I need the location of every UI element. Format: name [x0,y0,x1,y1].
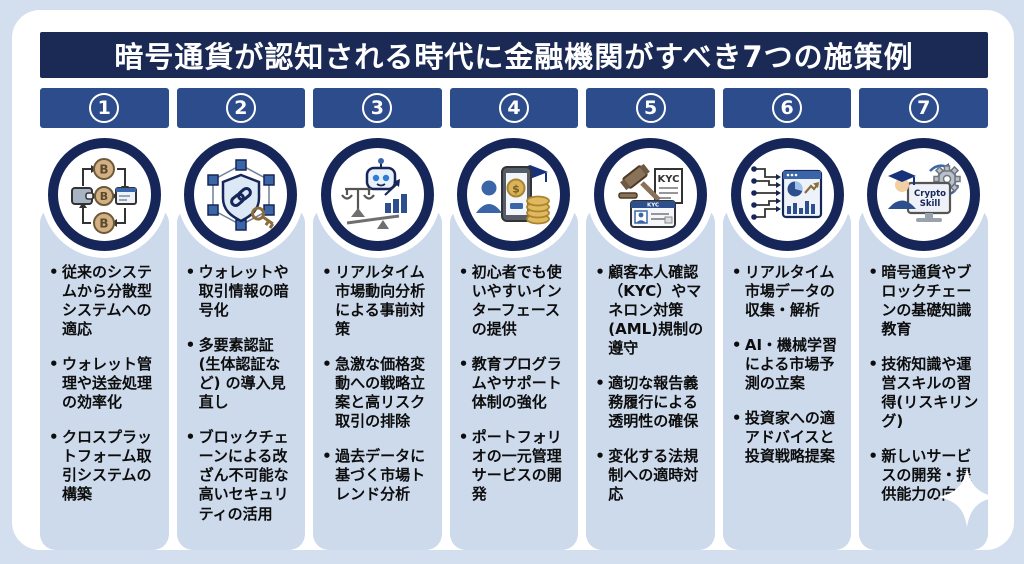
measure-item: 変化する法規制への適時対応 [595,447,709,504]
measure-card: 暗号通貨やブロックチェーンの基礎知識教育技術知識や運営スキルの習得(リスキリング… [859,207,988,550]
icon-wrap [723,138,852,251]
number-bar: 5 [586,88,715,128]
svg-text:KYC: KYC [657,174,679,185]
measure-item: 投資家への適アドバイスと投資戦略提案 [732,409,846,466]
measure-column-2: 2 ウォレットや取引情報の暗号化多要素認証 (生体認証など) の導入見直しブロッ… [176,88,306,550]
graduate-crypto-skill-icon: Crypto Skill [867,138,981,251]
measure-card: リアルタイム市場動向分析による事前対策急激な価格変動への戦略立案と高リスク取引の… [313,207,442,550]
shield-network-key-icon [184,138,298,251]
measure-card: リアルタイム市場データの収集・解析 AI・機械学習による市場予測の立案投資家への適… [722,207,852,550]
data-dashboard-icon [730,138,844,251]
bitcoin-transfer-cycle-icon: B B B [47,138,161,251]
measure-list: リアルタイム市場動向分析による事前対策急激な価格変動への戦略立案と高リスク取引の… [322,263,436,505]
circled-number: 4 [498,93,529,123]
measure-card: 初心者でも使いやすいインターフェースの提供教育プログラムやサポート体制の強化ポー… [449,207,579,550]
measure-list: 従来のシステムから分散型システムへの適応ウォレット管理や送金処理の効率化クロスプ… [49,263,163,505]
measure-list: ウォレットや取引情報の暗号化多要素認証 (生体認証など) の導入見直しブロックチ… [186,263,300,524]
measure-item: ウォレットや取引情報の暗号化 [186,263,300,320]
measure-list: 暗号通貨やブロックチェーンの基礎知識教育技術知識や運営スキルの習得(リスキリング… [868,263,982,505]
svg-text:B: B [100,190,108,203]
measure-item: クロスプラットフォーム取引システムの構築 [49,428,163,504]
page-title: 暗号通貨が認知される時代に金融機関がすべき7つの施策例 [114,40,914,74]
number-bar: 3 [313,88,442,128]
measure-item: 技術知識や運営スキルの習得(リスキリング) [868,355,982,431]
measure-column-5: 5 KYC KYC 顧客本人確認（KYC）やマネロン対策(AML)規制の遵守適切… [586,88,715,550]
circled-number: 6 [772,93,803,123]
circled-number: 7 [908,93,939,123]
measure-item: 適切な報告義務履行による透明性の確保 [595,374,709,431]
icon-wrap: $ [450,138,579,251]
svg-text:B: B [100,162,109,176]
measure-column-3: 3 リアルタイム市場動向分析による事前対策急激な価格変動への戦略立案と高リスク取… [313,88,442,550]
measure-list: 初心者でも使いやすいインターフェースの提供教育プログラムやサポート体制の強化ポー… [459,263,573,505]
measure-item: ウォレット管理や送金処理の効率化 [49,355,163,412]
title-bar: 暗号通貨が認知される時代に金融機関がすべき7つの施策例 [40,32,988,78]
gavel-kyc-id-icon: KYC KYC [594,138,708,251]
circled-number: 1 [89,93,120,123]
svg-text:Skill: Skill [919,199,940,209]
measure-item: ブロックチェーンによる改ざん不可能な高いセキュリティの活用 [186,428,300,523]
svg-text:$: $ [512,182,520,195]
measure-item: 初心者でも使いやすいインターフェースの提供 [459,263,573,339]
measure-item: リアルタイム市場動向分析による事前対策 [322,263,436,339]
number-bar: 4 [449,88,579,128]
measure-list: 顧客本人確認（KYC）やマネロン対策(AML)規制の遵守適切な報告義務履行による… [595,263,709,505]
measure-item: ポートフォリオの一元管理サービスの開発 [459,428,573,504]
icon-wrap: KYC KYC [586,138,715,251]
user-phone-coins-icon: $ [457,138,571,251]
number-bar: 6 [722,88,852,128]
measure-item: リアルタイム市場データの収集・解析 [732,263,846,320]
measure-item: 暗号通貨やブロックチェーンの基礎知識教育 [868,263,982,339]
number-bar: 7 [859,88,988,128]
icon-wrap [313,138,442,251]
svg-text:B: B [100,216,109,230]
measure-item: 多要素認証 (生体認証など) の導入見直し [186,336,300,412]
circled-number: 2 [225,93,256,123]
robot-scale-chart-icon [320,138,434,251]
circled-number: 3 [362,93,393,123]
measure-card: 従来のシステムから分散型システムへの適応ウォレット管理や送金処理の効率化クロスプ… [40,207,169,550]
measure-column-6: 6 リアルタイム市場データの収集・解析 AI・機械学習による市場予測の立案投資家へ… [722,88,852,550]
measure-card: 顧客本人確認（KYC）やマネロン対策(AML)規制の遵守適切な報告義務履行による… [586,207,715,550]
svg-text:Crypto: Crypto [914,189,946,199]
number-bar: 1 [40,88,169,128]
measure-item: 過去データに基づく市場トレンド分析 [322,447,436,504]
columns-container: 1 B B B 従来のシステムから分散型システムへの適応ウォレット管理や送金処理… [40,88,988,550]
measure-list: リアルタイム市場データの収集・解析 AI・機械学習による市場予測の立案投資家への適… [732,263,846,466]
measure-item: 教育プログラムやサポート体制の強化 [459,355,573,412]
svg-text:KYC: KYC [647,202,659,208]
number-bar: 2 [176,88,306,128]
measure-column-4: 4 $ 初心者でも使いやすいインターフェースの提供教育プログラムやサポート体制の… [449,88,579,550]
measure-column-1: 1 B B B 従来のシステムから分散型システムへの適応ウォレット管理や送金処理… [40,88,169,550]
icon-wrap: Crypto Skill [859,138,988,251]
measure-item: 顧客本人確認（KYC）やマネロン対策(AML)規制の遵守 [595,263,709,358]
icon-wrap: B B B [40,138,169,251]
icon-wrap [177,138,306,251]
sparkle-icon [937,467,997,527]
measure-column-7: 7 Crypto Skill 暗号通貨やブロックチェーンの基礎知識教育技術知識や… [859,88,988,550]
measure-card: ウォレットや取引情報の暗号化多要素認証 (生体認証など) の導入見直しブロックチ… [176,207,306,550]
measure-item: AI・機械学習による市場予測の立案 [732,336,846,393]
measure-item: 従来のシステムから分散型システムへの適応 [49,263,163,339]
measure-item: 急激な価格変動への戦略立案と高リスク取引の排除 [322,355,436,431]
infographic-panel: 暗号通貨が認知される時代に金融機関がすべき7つの施策例 1 B B B 従来のシ… [12,10,1014,550]
circled-number: 5 [635,93,666,123]
